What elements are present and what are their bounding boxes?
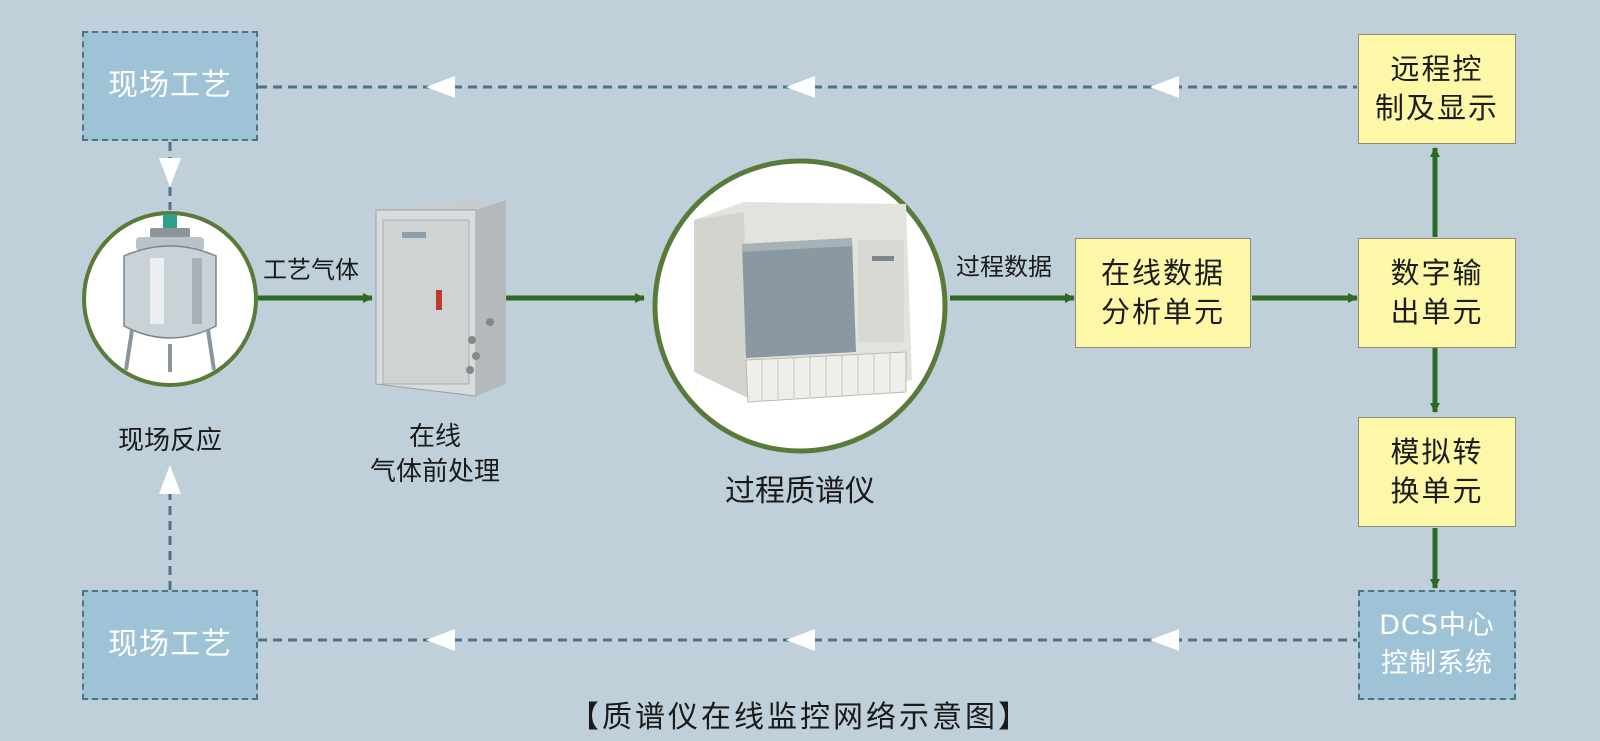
analog-conversion-line2: 换单元 — [1390, 474, 1484, 508]
dcs-system-box: DCS中心 控制系统 — [1358, 590, 1516, 700]
dcs-system-line2: 控制系统 — [1381, 648, 1493, 679]
field-process-top-text: 现场工艺 — [108, 67, 232, 103]
analog-conversion-line1: 模拟转 — [1390, 434, 1484, 469]
field-process-bottom-text: 现场工艺 — [108, 626, 232, 662]
dcs-system-line1: DCS中心 — [1379, 610, 1495, 642]
analog-conversion-unit-box: 模拟转 换单元 — [1358, 417, 1516, 527]
feedback-arrowhead-up — [159, 465, 181, 494]
pretreatment-label-line1: 在线 — [408, 422, 461, 452]
feedback-arrowhead-top-1 — [426, 76, 455, 98]
feedback-arrowhead-top-2 — [786, 76, 815, 98]
spectrometer-image — [652, 158, 948, 454]
spectrometer-label: 过程质谱仪 — [725, 474, 875, 509]
digital-output-unit-box: 数字输 出单元 — [1358, 238, 1516, 348]
data-analysis-line2: 分析单元 — [1100, 295, 1225, 329]
feedback-arrowhead-bottom-2 — [786, 629, 815, 651]
feedback-arrowhead-bottom-3 — [1150, 629, 1179, 651]
pretreatment-cabinet-icon — [375, 200, 506, 397]
remote-control-box: 远程控 制及显示 — [1358, 34, 1516, 144]
spectrometer-icon — [694, 202, 912, 403]
reactor-image — [82, 211, 258, 387]
diagram-caption: 【质谱仪在线监控网络示意图】 — [569, 700, 1031, 735]
process-data-label: 过程数据 — [956, 253, 1052, 281]
process-gas-label: 工艺气体 — [263, 256, 359, 284]
data-analysis-line1: 在线数据 — [1100, 255, 1225, 290]
feedback-arrowhead-top-3 — [1150, 76, 1179, 98]
reactor-icon — [123, 214, 217, 372]
digital-output-line2: 出单元 — [1390, 295, 1484, 329]
feedback-arrowhead-bottom-1 — [426, 629, 455, 651]
feedback-arrowhead-down — [159, 158, 181, 187]
pretreatment-label: 在线 气体前处理 — [350, 420, 520, 490]
field-process-bottom-box: 现场工艺 — [82, 590, 258, 700]
field-process-top-box: 现场工艺 — [82, 31, 258, 141]
digital-output-line1: 数字输 — [1390, 255, 1484, 290]
remote-control-line2: 制及显示 — [1374, 91, 1499, 125]
remote-control-line1: 远程控 — [1390, 51, 1484, 86]
pretreatment-label-line2: 气体前处理 — [369, 457, 500, 488]
reactor-label: 现场反应 — [117, 426, 222, 456]
data-analysis-unit-box: 在线数据 分析单元 — [1075, 238, 1251, 348]
